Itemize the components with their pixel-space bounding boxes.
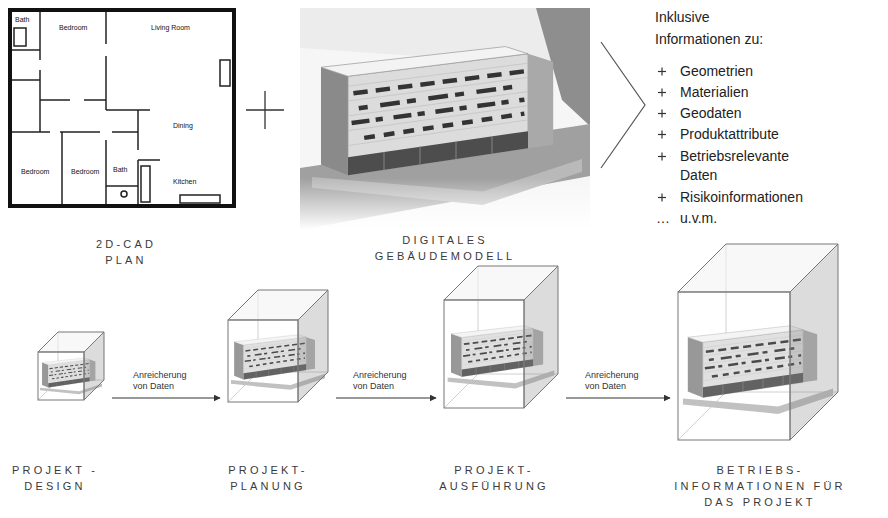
room-label: Bath — [112, 166, 128, 174]
info-item: Produktattribute — [680, 125, 779, 144]
cube-outline — [678, 244, 838, 440]
info-item: Geometrien — [680, 62, 753, 81]
data-cube: PROJEKT- AUSFÜHRUNG — [444, 266, 558, 408]
data-cube: BETRIEBS- INFORMATIONEN FÜR DAS PROJEKT — [678, 244, 838, 440]
data-cube: PROJEKT- PLANUNG — [228, 290, 328, 402]
cad-plan-frame: 2D-CAD PLAN — [8, 8, 236, 208]
info-item: Risikoinformationen — [680, 188, 803, 207]
info-heading: Inklusive Informationen zu: — [655, 6, 790, 50]
info-item: Materialien — [680, 83, 748, 102]
bullet-cross — [658, 68, 666, 202]
data-cube: PROJEKT -DESIGN — [38, 332, 104, 400]
room-label: Bedroom — [70, 168, 100, 176]
info-item: Betriebsrelevante Daten — [680, 147, 815, 185]
edge-label: Anreicherung von Daten — [585, 370, 651, 392]
room-label: Living Room — [150, 24, 191, 32]
room-label: Bedroom — [58, 24, 88, 32]
cube-outline — [444, 266, 558, 408]
info-item: u.v.m. — [680, 209, 717, 228]
node-caption: PROJEKT- PLANUNG — [212, 462, 324, 494]
data-arrow — [112, 398, 220, 399]
building-model-image — [300, 8, 590, 230]
bracket — [601, 42, 645, 168]
node-caption: PROJEKT -DESIGN — [5, 462, 105, 494]
edge-label: Anreicherung von Daten — [133, 370, 199, 392]
plus-sign — [246, 91, 284, 129]
info-item: Geodaten — [680, 104, 742, 123]
cube-outline — [228, 290, 328, 402]
room-label: Bedroom — [20, 168, 50, 176]
room-label: Dining — [172, 122, 194, 130]
room-label: Bath — [14, 16, 30, 24]
node-caption: PROJEKT- AUSFÜHRUNG — [428, 462, 560, 494]
building-model: DIGITALES GEBÄUDEMODELL — [300, 8, 590, 230]
room-label: Kitchen — [172, 178, 197, 186]
ellipsis-mark: … — [656, 209, 670, 228]
floor-plan — [12, 12, 230, 204]
node-caption: BETRIEBS- INFORMATIONEN FÜR DAS PROJEKT — [674, 462, 846, 510]
edge-label: Anreicherung von Daten — [353, 370, 419, 392]
data-arrow — [566, 398, 670, 399]
data-arrow — [336, 398, 436, 399]
node-caption: DIGITALES GEBÄUDEMODELL — [365, 232, 525, 264]
node-caption: 2D-CAD PLAN — [83, 236, 169, 268]
cube-outline — [38, 332, 104, 400]
